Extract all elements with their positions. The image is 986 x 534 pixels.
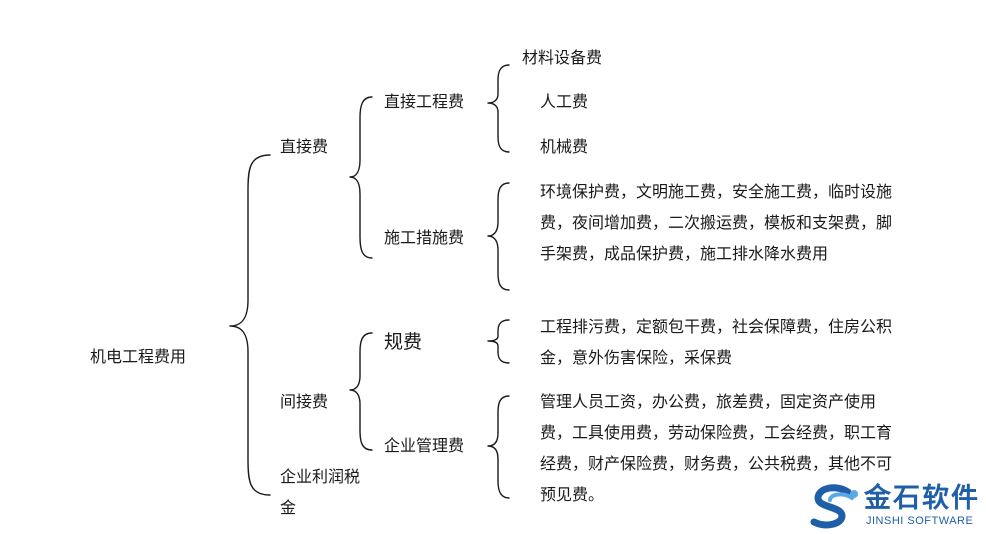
engineering-item: 人工费 [540,92,589,111]
jinshi-logo: 金石软件 JINSHI SOFTWARE [806,484,984,530]
indirect-cost-label: 间接费 [280,392,329,411]
management-detail-text: 管理人员工资，办公费，旅差费，固定资产使用费，工具使用费，劳动保险费，工会经费，… [540,392,893,504]
brace-engineering [487,64,510,153]
brace-fees [487,319,510,364]
measures-cost-label: 施工措施费 [384,228,465,247]
management-cost-label: 企业管理费 [384,436,465,455]
brace-management [487,395,510,499]
brace-measures [487,182,510,291]
fees-label: 规费 [384,331,423,353]
brace-direct [349,96,373,259]
measures-detail-text: 环境保护费，文明施工费，安全施工费，临时设施费，夜间增加费，二次搬运费，模板和支… [540,182,893,263]
profit-tax-label: 企业利润税金 [280,467,361,517]
fees-detail-text: 工程排污费，定额包干费，社会保障费，住房公积金，意外伤害保险，采保费 [540,317,893,367]
direct-cost-label: 直接费 [280,137,329,156]
brace-indirect [349,332,373,451]
engineering-item: 机械费 [540,137,589,156]
engineering-cost-label: 直接工程费 [384,92,465,111]
brace-root [229,154,271,496]
logo-name-cn: 金石软件 [864,483,980,514]
root-label: 机电工程费用 [90,347,187,366]
engineering-item: 材料设备费 [522,48,603,67]
logo-name-en: JINSHI SOFTWARE [866,515,974,527]
logo-s-icon [810,484,858,529]
